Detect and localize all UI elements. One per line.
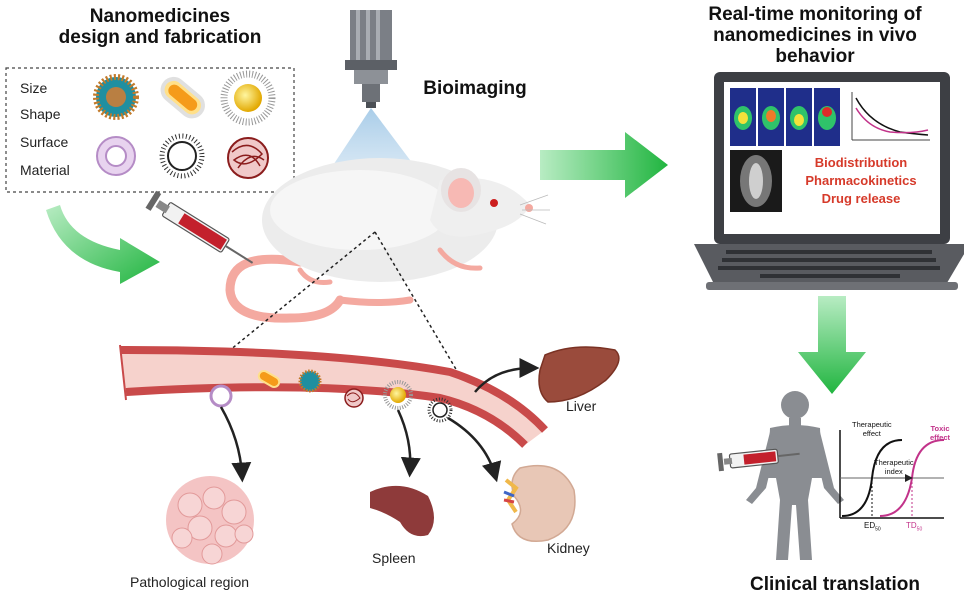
properties-box (5, 67, 295, 193)
monitoring-title: Real-time monitoring of nanomedicines in… (680, 4, 950, 67)
kidney-icon (503, 464, 576, 542)
design-title: Nanomedicines design and fabrication (40, 6, 280, 48)
vessel-polymersome-icon (427, 397, 453, 423)
green-arrow-to-clinical (798, 296, 866, 394)
liver-icon (538, 346, 620, 403)
ed50-label: ED50 (864, 521, 881, 533)
monitoring-title-line-3: behavior (775, 46, 855, 67)
ed-label: ED (864, 521, 876, 530)
ct-scan-image (730, 150, 782, 212)
td-label: TD (906, 521, 917, 530)
property-surface: Surface (20, 134, 69, 150)
green-arrow-to-laptop (540, 132, 668, 198)
toxic-effect-line-1: Toxic (930, 424, 950, 433)
clinical-syringe-icon (717, 448, 800, 472)
liver-label: Liver (566, 398, 597, 414)
microscope-objective-icon (345, 10, 397, 108)
laptop-labels: Biodistribution Pharmacokinetics Drug re… (786, 154, 936, 208)
label-pharmacokinetics: Pharmacokinetics (805, 173, 917, 188)
ed-subscript: 50 (875, 526, 881, 533)
property-size: Size (20, 80, 48, 96)
syringe-icon (145, 190, 254, 264)
vessel-polymer-icon (344, 388, 364, 408)
vessel-rod-icon (257, 370, 281, 388)
bioimaging-title: Bioimaging (423, 78, 527, 99)
pk-curve-plot (851, 92, 930, 141)
td50-label: TD50 (906, 521, 922, 533)
td-subscript: 50 (916, 526, 923, 533)
label-biodistribution: Biodistribution (814, 155, 908, 170)
design-title-line-2: design and fabrication (58, 27, 262, 48)
property-material: Material (20, 162, 70, 178)
arrow-to-spleen (396, 409, 421, 478)
arrow-to-liver (474, 358, 540, 393)
monitoring-title-line-2: nanomedicines in vivo (713, 25, 917, 46)
polymer-nanoparticle-icon (227, 137, 269, 179)
kidney-label: Kidney (547, 540, 590, 556)
micelle-icon (93, 74, 139, 120)
toxic-effect-line-2: effect (930, 433, 951, 442)
spleen-label: Spleen (372, 550, 416, 566)
therapeutic-index-line-2: index (884, 467, 903, 476)
liposome-icon (96, 136, 136, 176)
property-shape: Shape (20, 106, 61, 122)
vessel-liposome-icon (209, 384, 233, 408)
clinical-title: Clinical translation (750, 574, 920, 595)
zoom-line-right (374, 231, 461, 377)
vessel-micelle-icon (298, 369, 322, 393)
arrow-to-kidney (447, 416, 502, 483)
therapeutic-index-line-1: Therapeutic (874, 458, 914, 467)
tumor-icon (166, 476, 254, 565)
label-drug-release: Drug release (821, 191, 901, 206)
green-arrow-to-mouse (46, 205, 160, 284)
polymersome-icon (159, 133, 205, 179)
vessel-gold-icon (383, 380, 413, 410)
rod-nanoparticle-icon (160, 76, 205, 119)
therapeutic-index-label: Therapeutic index (874, 458, 914, 476)
therapeutic-effect-label: Therapeutic effect (852, 420, 892, 438)
mouse-icon (225, 158, 550, 323)
arrow-to-pathological (219, 406, 252, 483)
therapeutic-effect-line-1: Therapeutic (852, 420, 892, 429)
human-body-icon (746, 391, 844, 560)
blood-vessel (119, 344, 548, 448)
spleen-icon (370, 485, 434, 537)
design-title-line-1: Nanomedicines (89, 6, 231, 27)
monitoring-title-line-1: Real-time monitoring of (708, 4, 922, 25)
gold-nanoparticle-icon (220, 70, 276, 126)
therapeutic-effect-line-2: effect (862, 429, 881, 438)
toxic-effect-label: Toxic effect (930, 424, 950, 442)
pathological-label: Pathological region (130, 574, 250, 590)
therapeutic-index-chart (839, 430, 945, 519)
fluorescence-images (730, 88, 840, 146)
